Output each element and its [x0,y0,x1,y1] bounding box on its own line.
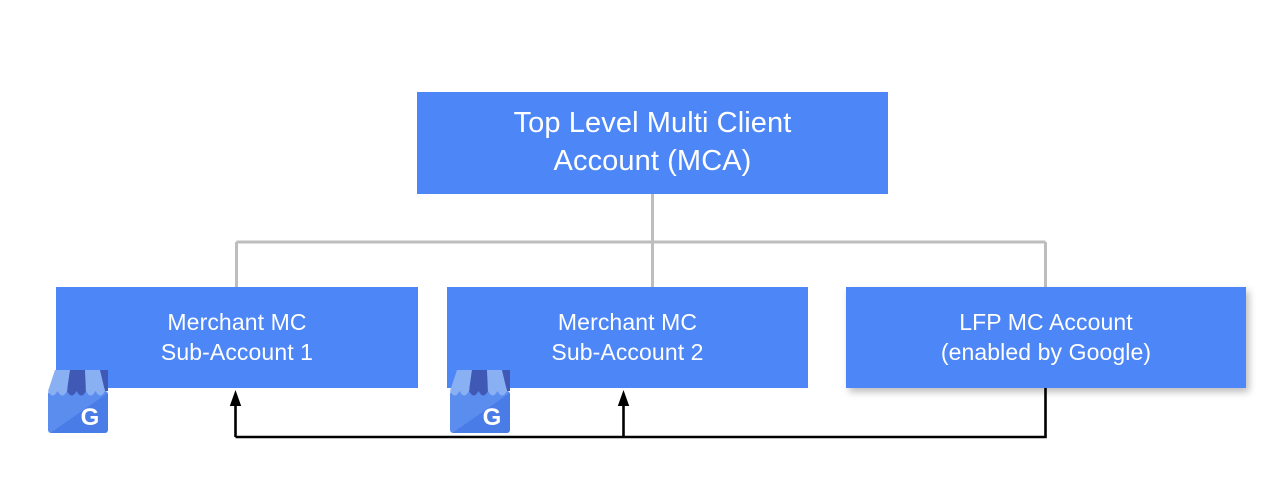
node-top-level-mca[interactable]: Top Level Multi Client Account (MCA) [417,92,888,194]
node-merchant-sub-account-2[interactable]: Merchant MC Sub-Account 2 [447,287,808,388]
feedback-arrowhead-sub1 [229,390,242,406]
google-g-glyph: G [81,404,100,431]
node-merchant-sub-account-1-label: Merchant MC Sub-Account 1 [160,308,314,365]
feedback-arrowhead-sub2 [617,390,630,406]
node-lfp-mc-account-label: LFP MC Account (enabled by Google) [940,308,1152,365]
google-business-profile-icon: G [450,370,510,433]
google-g-glyph: G [483,404,502,431]
google-business-profile-icon: G [48,370,108,433]
node-merchant-sub-account-2-label: Merchant MC Sub-Account 2 [551,308,704,365]
feedback-bus [235,388,1047,439]
node-merchant-sub-account-1[interactable]: Merchant MC Sub-Account 1 [56,287,418,388]
node-top-level-mca-label: Top Level Multi Client Account (MCA) [513,107,792,177]
node-lfp-mc-account[interactable]: LFP MC Account (enabled by Google) [846,287,1246,388]
